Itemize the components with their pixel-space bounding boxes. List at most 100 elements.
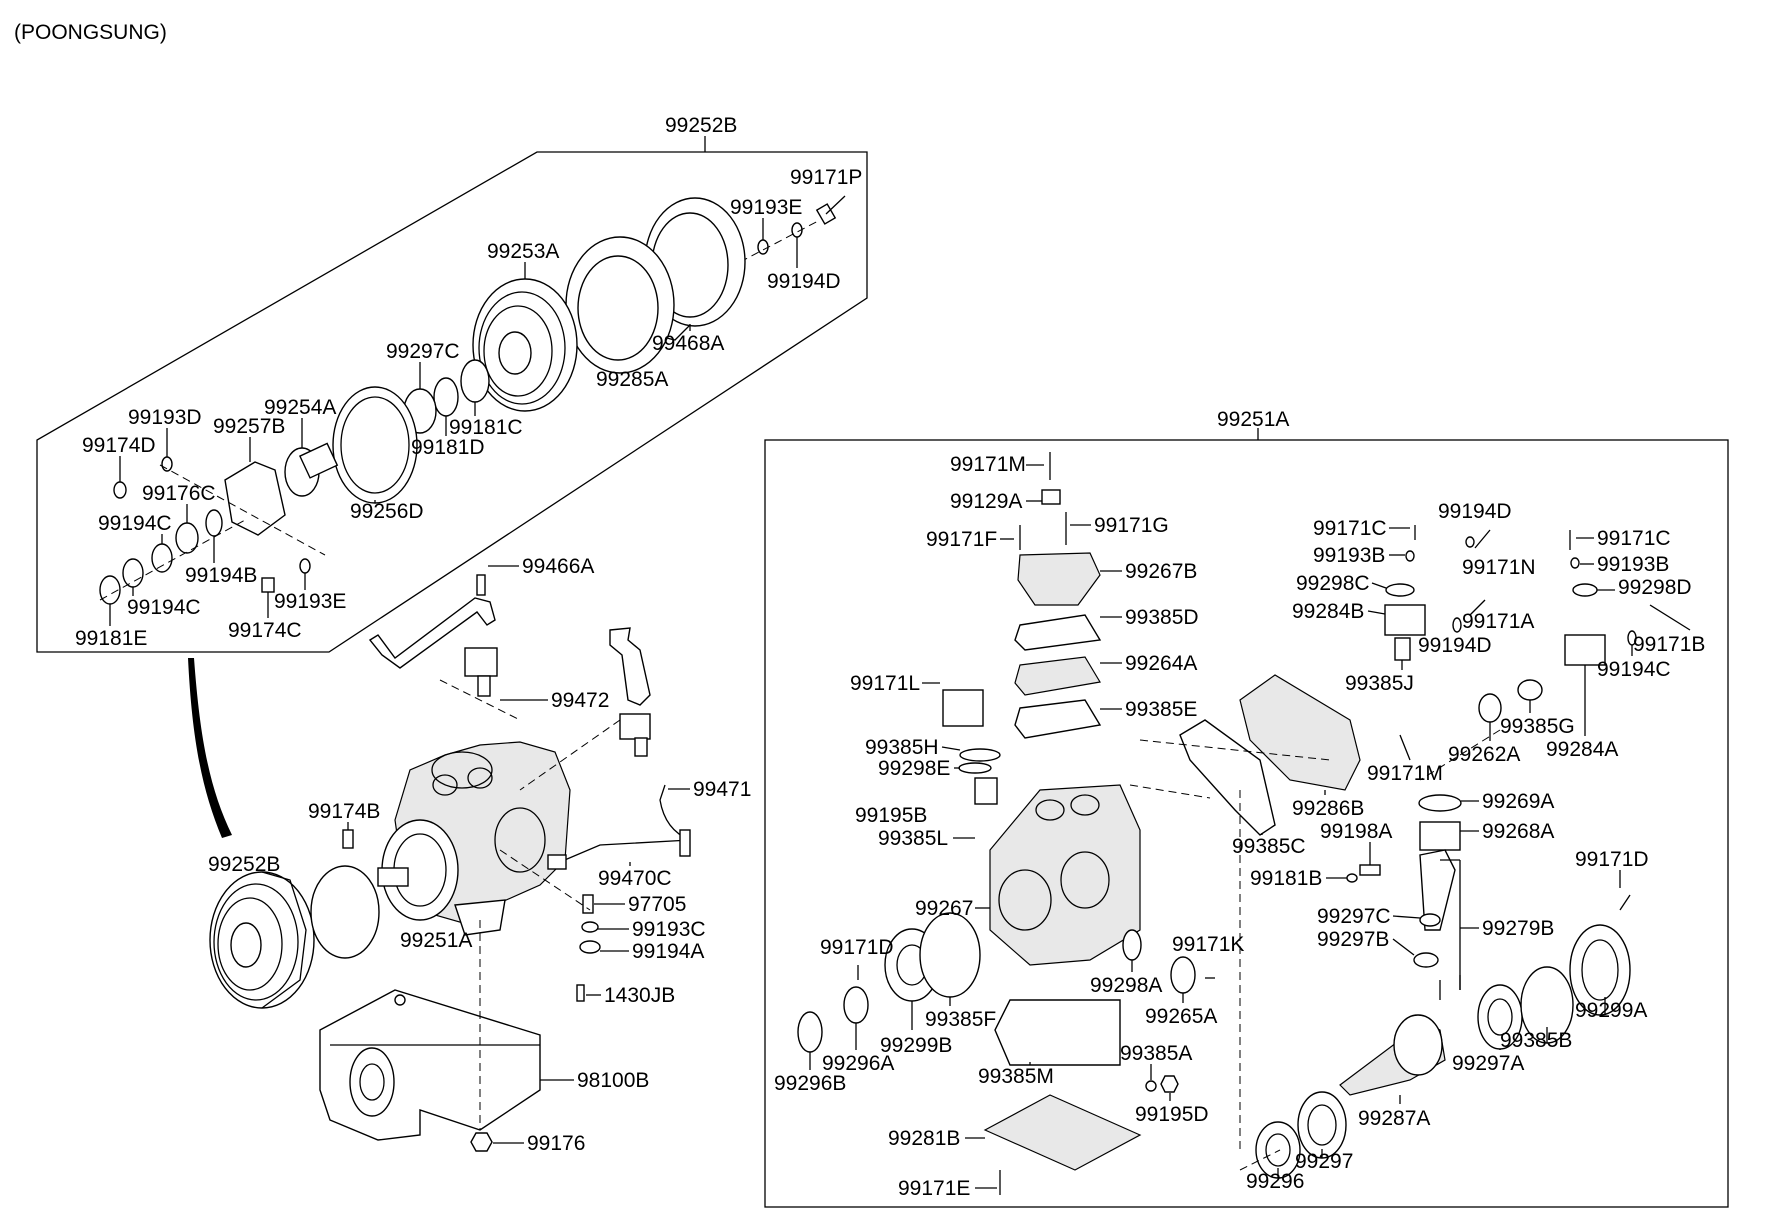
bearing-99297 — [1297, 1091, 1347, 1159]
bolt-99174D — [113, 481, 127, 499]
label-99194C-a: 99194C — [98, 512, 172, 535]
fitting-99284B — [1384, 604, 1426, 636]
label-99254A: 99254A — [264, 396, 336, 419]
label-99194D-r2: 99194D — [1418, 634, 1492, 657]
label-99194D-top: 99194D — [767, 270, 841, 293]
bolt-99174C — [261, 577, 275, 593]
fitting-99171L — [942, 689, 984, 727]
washer-99193B-b — [1570, 557, 1580, 569]
label-99265A: 99265A — [1145, 1005, 1217, 1028]
label-99171M-mid: 99171M — [1367, 762, 1443, 785]
armature-99257B — [224, 461, 286, 536]
oring-99298E — [958, 762, 992, 774]
label-99193C: 99193C — [632, 918, 706, 941]
seal-99296A — [843, 986, 869, 1024]
snap-ring-99181D — [433, 377, 459, 417]
label-99181C: 99181C — [449, 416, 523, 439]
assembly-label-99252B: 99252B — [665, 114, 737, 137]
label-99171L: 99171L — [850, 672, 920, 695]
label-99193E-bot: 99193E — [274, 590, 346, 613]
snap-ring-99181E — [99, 575, 121, 605]
label-99171D-right: 99171D — [1575, 848, 1649, 871]
label-99257B: 99257B — [213, 415, 285, 438]
label-99171G: 99171G — [1094, 514, 1169, 537]
gasket-99385G — [1517, 679, 1543, 701]
gasket-99385F — [919, 912, 981, 998]
seal-99296B — [797, 1011, 823, 1053]
label-99171C-a: 99171C — [1313, 517, 1387, 540]
label-99297C-r: 99297C — [1317, 905, 1391, 928]
bracket-98100B — [319, 989, 541, 1141]
label-99296A: 99296A — [822, 1052, 894, 1075]
label-99268A: 99268A — [1482, 820, 1554, 843]
washer-99194D-r2 — [1452, 617, 1462, 633]
label-99385M: 99385M — [978, 1065, 1054, 1088]
bolt-99171P — [815, 195, 846, 225]
compressor-assembly-frame — [764, 439, 1729, 1208]
label-99297: 99297 — [1295, 1150, 1353, 1173]
label-99286B: 99286B — [1292, 797, 1364, 820]
label-99472: 99472 — [551, 689, 609, 712]
label-99267B: 99267B — [1125, 560, 1197, 583]
label-99298E: 99298E — [878, 757, 950, 780]
washer-99193B-a — [1405, 550, 1415, 562]
washer-99194A — [579, 940, 601, 954]
assembly-label-99251A: 99251A — [1217, 408, 1289, 431]
pulley-99253A — [472, 278, 578, 412]
cover-99286B — [1239, 674, 1361, 791]
bearing-99297B — [1413, 952, 1439, 968]
cover-99299A — [1569, 924, 1631, 1016]
compressor-left-labels: 99466A 99472 99471 99174B 99252B 99470C … — [208, 555, 751, 1155]
label-99171C-b: 99171C — [1597, 527, 1671, 550]
snap-ring-99181C — [460, 359, 490, 403]
label-99193D: 99193D — [128, 406, 202, 429]
label-99198A: 99198A — [1320, 820, 1392, 843]
label-99297B: 99297B — [1317, 928, 1389, 951]
label-99466A: 99466A — [522, 555, 594, 578]
label-99193B-a: 99193B — [1313, 544, 1385, 567]
label-99264A: 99264A — [1125, 652, 1197, 675]
label-99253A: 99253A — [487, 240, 559, 263]
label-99194C-r: 99194C — [1597, 658, 1671, 681]
label-99385L: 99385L — [878, 827, 948, 850]
label-99284B: 99284B — [1292, 600, 1364, 623]
page-title: (POONGSUNG) — [14, 21, 167, 44]
label-99385H: 99385H — [865, 736, 939, 759]
label-99385C: 99385C — [1232, 835, 1306, 858]
washer-99193E-top — [757, 239, 769, 255]
washer-99194C-b — [122, 558, 144, 588]
label-99181D: 99181D — [411, 436, 485, 459]
oring-99298D — [1572, 583, 1598, 597]
label-99176C: 99176C — [142, 482, 216, 505]
pipe-99466A — [368, 574, 498, 697]
rotor-99285A — [565, 236, 675, 374]
label-99171E: 99171E — [898, 1177, 970, 1200]
gasket-99385C — [1179, 719, 1276, 836]
gasket-99385E — [1014, 699, 1102, 739]
label-99194C-b: 99194C — [127, 596, 201, 619]
washer-99193C — [581, 921, 599, 933]
washer-99194B — [205, 509, 223, 537]
label-99287A: 99287A — [1358, 1107, 1430, 1130]
label-1430JB: 1430JB — [604, 984, 675, 1007]
label-99194D-r: 99194D — [1438, 500, 1512, 523]
label-99171P: 99171P — [790, 166, 862, 189]
label-99193B-b: 99193B — [1597, 553, 1669, 576]
crankshaft-99287A — [1339, 1014, 1446, 1096]
oring-99385H — [959, 748, 1001, 762]
label-99171B: 99171B — [1633, 633, 1705, 656]
hub-99254A — [284, 442, 339, 497]
oring-99298A — [1122, 929, 1142, 961]
label-99296: 99296 — [1246, 1170, 1304, 1193]
spacer-99176C — [175, 522, 199, 554]
label-99256D: 99256D — [350, 500, 424, 523]
plug-99195B — [974, 777, 998, 805]
label-99171A: 99171A — [1462, 610, 1534, 633]
label-99174B: 99174B — [308, 800, 380, 823]
gasket-99385M — [994, 999, 1121, 1066]
pipe-99471 — [609, 627, 651, 757]
bolt-99174B — [342, 829, 354, 849]
bracket-99129A — [1041, 489, 1061, 505]
clutch-pulley-99252B — [209, 871, 315, 1009]
plug-99385J — [1394, 637, 1411, 661]
